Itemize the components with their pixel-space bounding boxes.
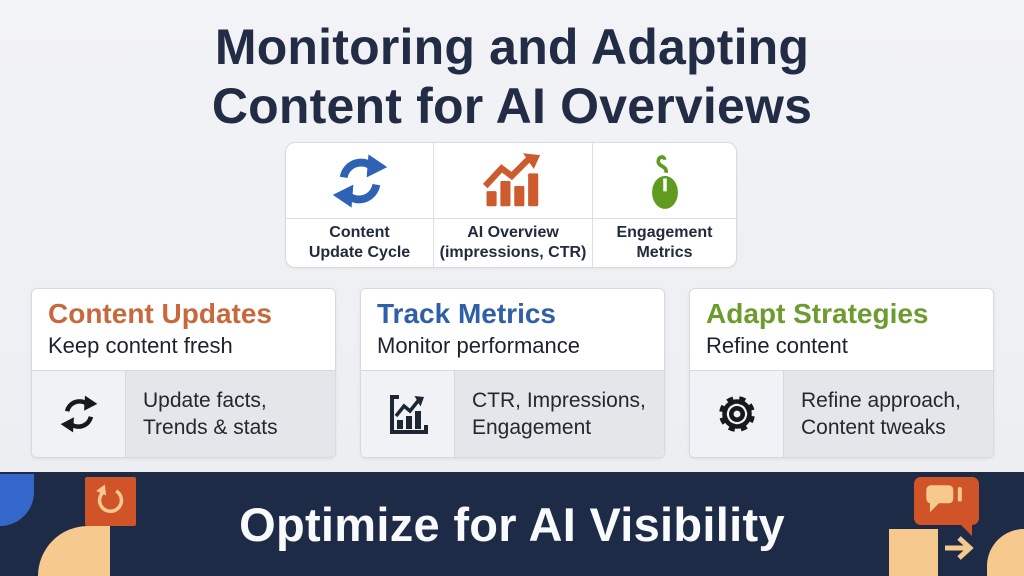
card-subtitle: Keep content fresh (48, 333, 233, 359)
card-title: Track Metrics (377, 298, 556, 329)
card-adapt-strategies: Adapt Strategies Refine content Refine a… (689, 288, 994, 458)
decor-cream-square (889, 529, 938, 576)
strip-item-content-update-cycle: Content Update Cycle (286, 143, 433, 267)
gear-icon (690, 371, 784, 457)
overview-icon-table: Content Update Cycle AI Overview (impres… (285, 142, 737, 268)
decor-chat-square (914, 477, 979, 536)
cards-row: Content Updates Keep content fresh Updat… (31, 288, 994, 458)
banner-title: Optimize for AI Visibility (239, 497, 785, 551)
strip-item-label: Content Update Cycle (286, 218, 433, 267)
card-title: Adapt Strategies (706, 298, 929, 329)
page-title: Monitoring and Adapting Content for AI O… (211, 19, 813, 134)
refresh-cycle-icon (32, 371, 126, 457)
card-detail-row: CTR, Impressions, Engagement (361, 370, 664, 457)
card-title: Content Updates (48, 298, 272, 329)
growth-chart-icon (434, 143, 592, 218)
strip-item-ai-overview: AI Overview (impressions, CTR) (433, 143, 592, 267)
card-detail-text: Refine approach, Content tweaks (784, 371, 993, 457)
bottom-banner: Optimize for AI Visibility (0, 472, 1024, 576)
decor-orange-square (85, 477, 136, 526)
mouse-icon (593, 143, 736, 218)
strip-item-label: AI Overview (impressions, CTR) (434, 218, 592, 267)
card-detail-text: Update facts, Trends & stats (126, 371, 335, 457)
card-detail-text: CTR, Impressions, Engagement (455, 371, 664, 457)
card-detail-row: Refine approach, Content tweaks (690, 370, 993, 457)
card-subtitle: Refine content (706, 333, 848, 359)
redo-circle-icon (93, 484, 128, 519)
card-detail-row: Update facts, Trends & stats (32, 370, 335, 457)
sync-cycle-icon (286, 143, 433, 218)
bar-chart-icon (361, 371, 455, 457)
chat-square-tail (959, 523, 972, 536)
arrow-right-icon (943, 532, 979, 564)
strip-item-label: Engagement Metrics (593, 218, 736, 267)
card-content-updates: Content Updates Keep content fresh Updat… (31, 288, 336, 458)
chat-bubble-icon (918, 479, 976, 524)
card-subtitle: Monitor performance (377, 333, 580, 359)
strip-item-engagement-metrics: Engagement Metrics (592, 143, 736, 267)
card-header: Track Metrics Monitor performance (361, 289, 664, 370)
card-header: Content Updates Keep content fresh (32, 289, 335, 370)
card-track-metrics: Track Metrics Monitor performance (360, 288, 665, 458)
card-header: Adapt Strategies Refine content (690, 289, 993, 370)
